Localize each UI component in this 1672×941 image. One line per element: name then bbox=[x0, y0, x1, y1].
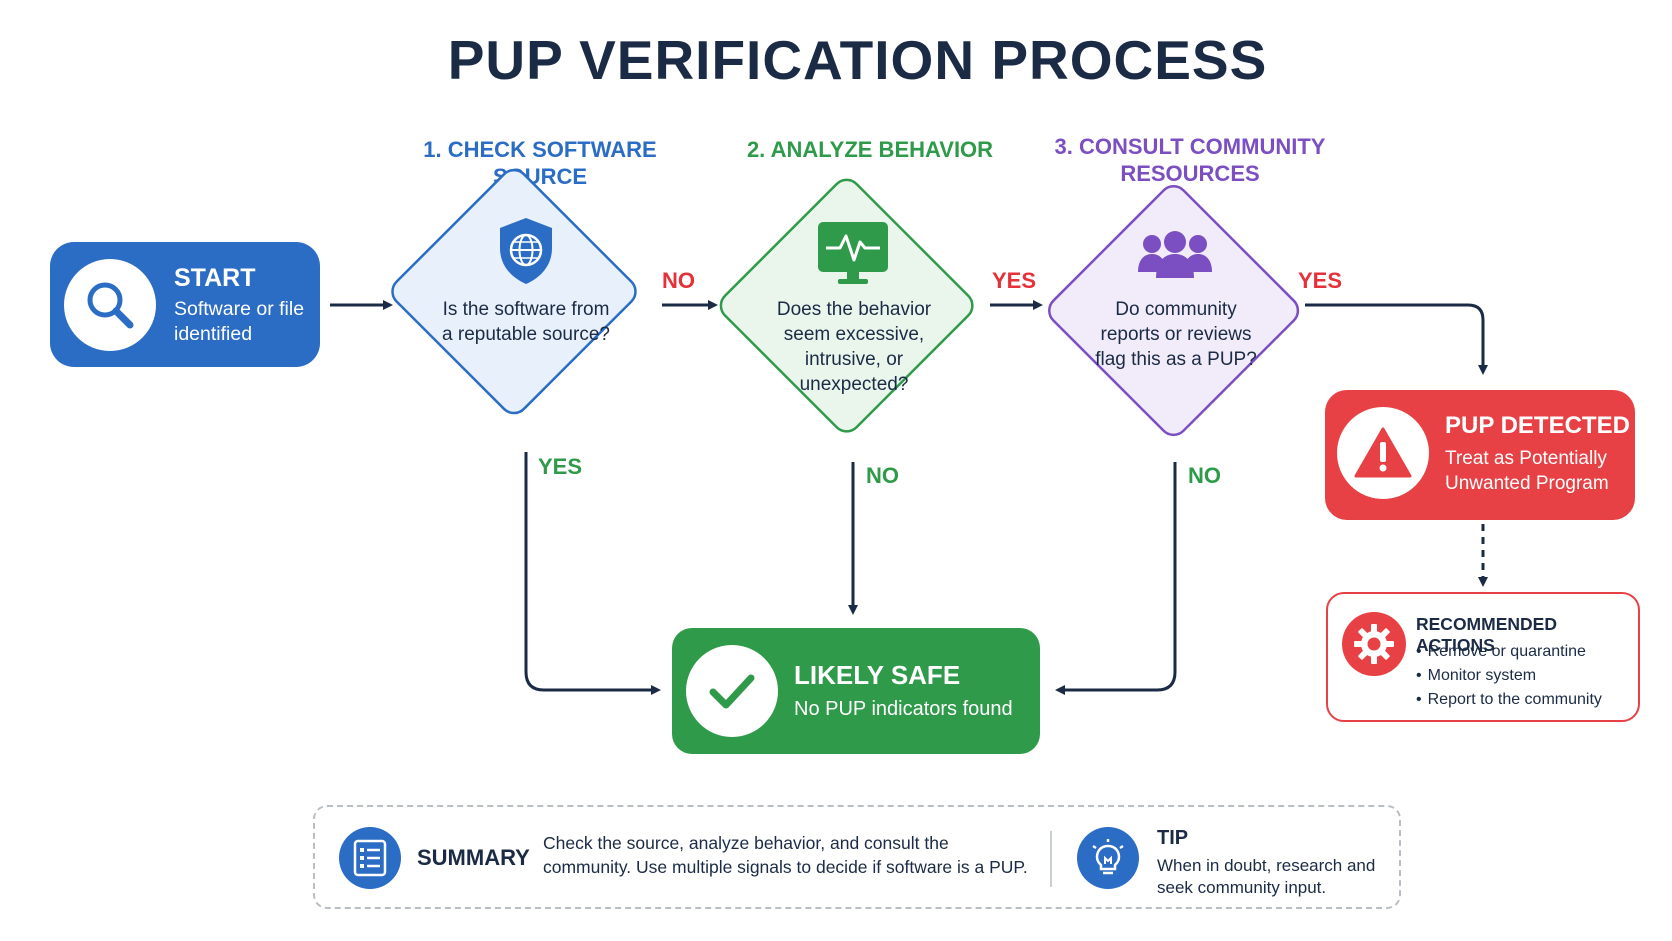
monitor-pulse-icon bbox=[818, 222, 888, 284]
pup-detected-node: PUP DETECTED Treat as Potentially Unwant… bbox=[1325, 390, 1635, 520]
tip-heading: TIP bbox=[1157, 827, 1189, 849]
start-title: START bbox=[174, 264, 256, 292]
checklist-icon bbox=[339, 827, 401, 889]
recommended-actions-list: Remove or quarantine Monitor system Repo… bbox=[1416, 640, 1602, 712]
arrow-community-to-pup bbox=[1305, 303, 1488, 375]
step-3-heading: 3. CONSULT COMMUNITY RESOURCES bbox=[1054, 134, 1326, 186]
start-subtitle: Software or file identified bbox=[174, 298, 305, 345]
warning-icon bbox=[1337, 407, 1429, 499]
list-item: Report to the community bbox=[1416, 688, 1602, 712]
edge-label-source-no: NO bbox=[662, 268, 695, 293]
likely-safe-subtitle: No PUP indicators found bbox=[794, 698, 1013, 720]
decision-question-community: Do community reports or reviews flag thi… bbox=[1095, 299, 1257, 370]
checkmark-icon bbox=[686, 645, 778, 737]
edge-label-source-yes: YES bbox=[538, 454, 583, 479]
decision-diamond-behavior bbox=[719, 178, 974, 433]
summary-text: Check the source, analyze behavior, and … bbox=[543, 833, 1028, 877]
edge-label-community-no: NO bbox=[1188, 463, 1221, 488]
shield-globe-icon bbox=[500, 218, 552, 284]
decision-question-source: Is the software from a reputable source? bbox=[442, 299, 610, 345]
arrow-community-to-safe bbox=[1055, 462, 1177, 695]
likely-safe-title: LIKELY SAFE bbox=[794, 660, 961, 690]
pup-detected-title: PUP DETECTED bbox=[1445, 412, 1630, 439]
step-1-heading: 1. CHECK SOFTWARE SOURCE bbox=[423, 137, 657, 189]
edge-label-behavior-yes: YES bbox=[992, 268, 1037, 293]
pup-detected-subtitle: Treat as Potentially Unwanted Program bbox=[1445, 448, 1609, 494]
decision-diamond-source bbox=[391, 168, 637, 415]
community-icon bbox=[1138, 231, 1212, 278]
summary-panel: SUMMARY Check the source, analyze behavi… bbox=[313, 805, 1401, 909]
start-node: START Software or file identified bbox=[50, 242, 320, 367]
gear-icon bbox=[1342, 612, 1406, 676]
edge-label-community-yes: YES bbox=[1298, 268, 1343, 293]
decision-question-behavior: Does the behavior seem excessive, intrus… bbox=[776, 299, 932, 395]
recommended-actions-box: RECOMMENDED ACTIONS Remove or quarantine… bbox=[1326, 592, 1640, 722]
list-item: Remove or quarantine bbox=[1416, 640, 1602, 664]
page-title: PUP VERIFICATION PROCESS bbox=[447, 29, 1268, 91]
summary-heading: SUMMARY bbox=[417, 845, 530, 870]
decision-diamond-community bbox=[1048, 185, 1300, 437]
likely-safe-node: LIKELY SAFE No PUP indicators found bbox=[672, 628, 1040, 754]
tip-text: When in doubt, research and seek communi… bbox=[1157, 856, 1376, 897]
list-item: Monitor system bbox=[1416, 664, 1602, 688]
edge-label-behavior-no: NO bbox=[866, 463, 899, 488]
lightbulb-icon bbox=[1077, 827, 1139, 889]
summary-divider bbox=[1050, 831, 1052, 887]
step-2-heading: 2. ANALYZE BEHAVIOR bbox=[746, 137, 994, 162]
arrow-check-source-to-safe bbox=[524, 452, 661, 695]
search-icon bbox=[64, 259, 156, 351]
